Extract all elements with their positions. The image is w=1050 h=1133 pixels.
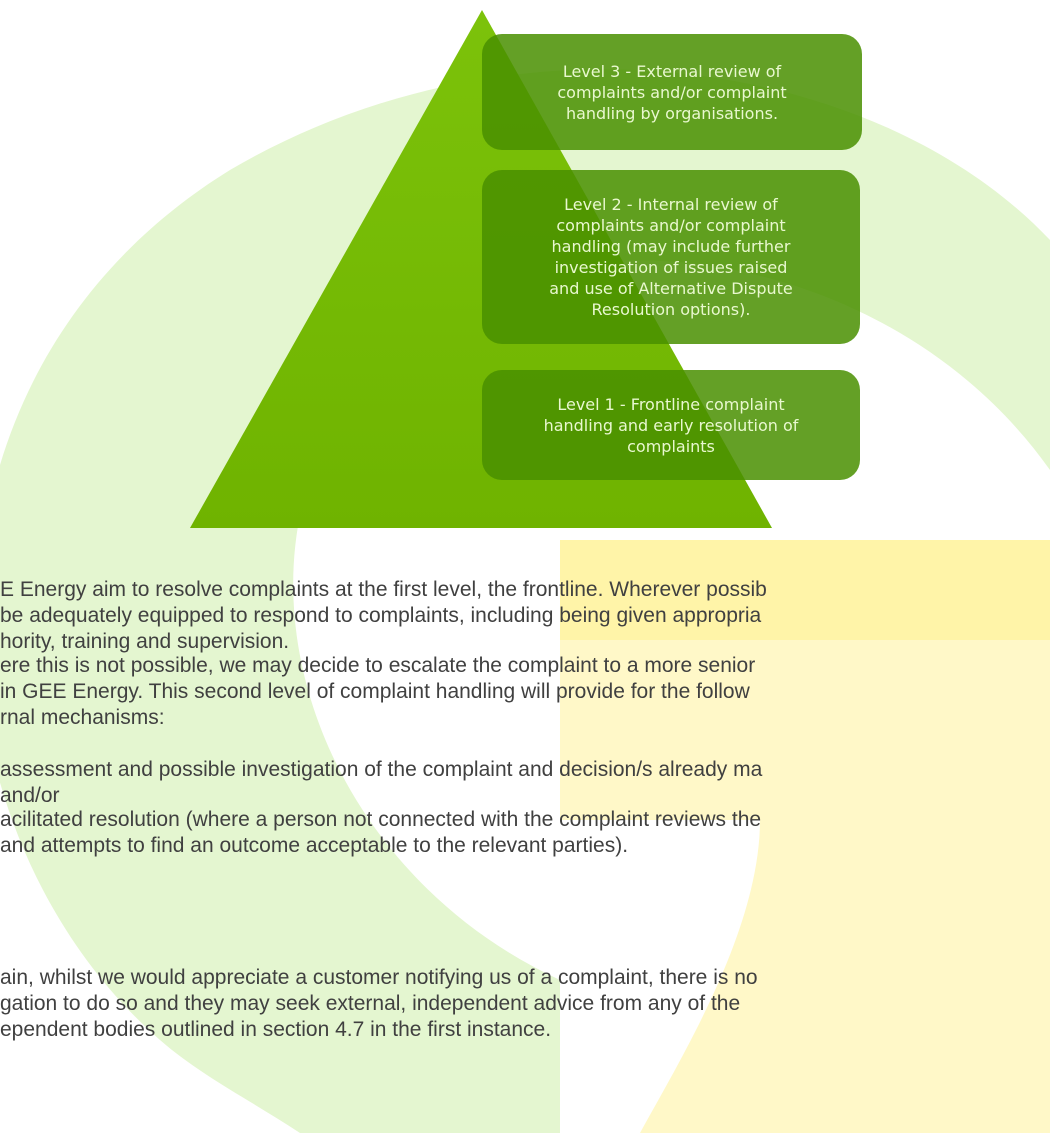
list-item-facilitated-resolution: acilitated resolution (where a person no… [0, 808, 762, 857]
level-1-box: Level 1 - Frontline complaint handling a… [482, 370, 860, 480]
watermark-green-arc [0, 69, 1050, 1133]
list-item-assessment: assessment and possible investigation of… [0, 758, 763, 807]
watermark-yellow-bar [560, 540, 1050, 640]
watermark-yellow-block [560, 540, 1050, 1133]
level-2-text: Level 2 - Internal review of complaints … [549, 195, 793, 319]
level-3-box: Level 3 - External review of complaints … [482, 34, 862, 150]
level-3-text: Level 3 - External review of complaints … [557, 61, 787, 123]
level-1-text: Level 1 - Frontline complaint handling a… [543, 394, 799, 456]
paragraph-escalation: ere this is not possible, we may decide … [0, 654, 756, 729]
paragraph-frontline: E Energy aim to resolve complaints at th… [0, 578, 767, 653]
paragraph-external-advice: ain, whilst we would appreciate a custom… [0, 966, 758, 1041]
level-2-box: Level 2 - Internal review of complaints … [482, 170, 860, 344]
